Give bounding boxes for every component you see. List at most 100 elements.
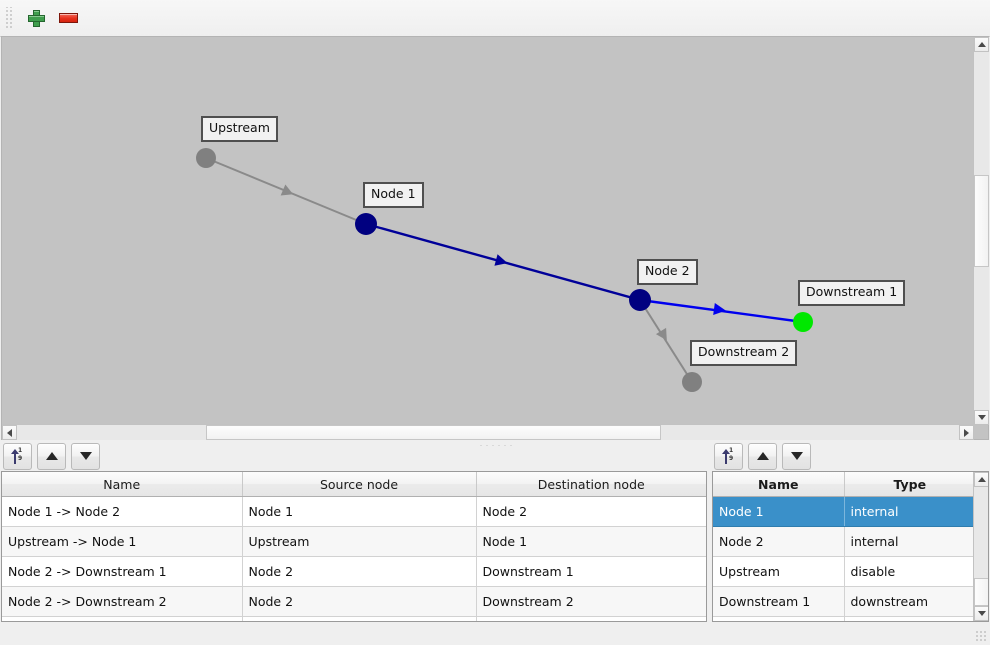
table-row[interactable]: Downstream 1 downstream xyxy=(713,586,975,617)
edge-destination-cell[interactable]: Node 2 xyxy=(476,496,706,527)
edge-source-cell[interactable]: Node 2 xyxy=(242,586,477,617)
edges-column-header-destination[interactable]: Destination node xyxy=(476,472,706,497)
vertical-scroll-thumb[interactable] xyxy=(974,175,989,267)
edge-destination-cell[interactable]: Node 1 xyxy=(476,526,706,557)
nodes-sort-button[interactable]: 1 9 xyxy=(714,442,743,470)
triangle-up-icon xyxy=(756,452,769,460)
edges-sort-button[interactable]: 1 9 xyxy=(3,442,32,470)
node-type-cell[interactable]: disable xyxy=(844,556,975,587)
nodes-table-container[interactable]: Name Type Node 1 internal Node 2 interna… xyxy=(712,471,989,622)
table-row[interactable]: Upstream -> Node 1 Upstream Node 1 xyxy=(2,526,706,557)
nodes-column-header-name[interactable]: Name xyxy=(713,472,845,497)
edge-destination-cell[interactable]: Downstream 1 xyxy=(476,556,706,587)
scroll-up-button[interactable] xyxy=(974,37,989,52)
table-row-empty[interactable] xyxy=(2,616,706,621)
edge-name-cell[interactable]: Upstream -> Node 1 xyxy=(2,526,243,557)
edge-name-cell[interactable]: Node 2 -> Downstream 2 xyxy=(2,586,243,617)
sort-icon: 1 9 xyxy=(10,447,25,464)
node-name-cell[interactable]: Node 2 xyxy=(713,526,845,557)
table-row[interactable]: Upstream disable xyxy=(713,556,975,587)
scroll-up-button[interactable] xyxy=(974,472,988,487)
node-type-cell[interactable]: downstream xyxy=(844,586,975,617)
edge-node2-downstream1[interactable] xyxy=(639,298,804,324)
node-type-cell[interactable]: internal xyxy=(844,526,975,557)
vertical-scroll-thumb[interactable] xyxy=(974,578,988,606)
edges-table: Name Source node Destination node Node 1… xyxy=(2,472,706,621)
node-type-cell[interactable]: internal xyxy=(844,496,975,527)
arrow-up-icon xyxy=(977,42,986,47)
edges-table-toolbar: 1 9 xyxy=(3,442,100,470)
graph-canvas[interactable]: Upstream Node 1 Node 2 Downstream 1 Down… xyxy=(2,37,974,425)
graph-edges-layer xyxy=(196,148,813,392)
edge-source-cell[interactable]: Node 2 xyxy=(242,556,477,587)
node-name-cell[interactable]: Node 1 xyxy=(713,496,845,527)
graph-label-upstream[interactable]: Upstream xyxy=(201,116,278,142)
main-toolbar xyxy=(0,0,990,37)
arrow-down-icon xyxy=(977,611,986,616)
graph-node-downstream2[interactable] xyxy=(682,372,702,392)
table-row[interactable]: Node 2 internal xyxy=(713,526,975,557)
nodes-column-header-type[interactable]: Type xyxy=(844,472,975,497)
edges-move-down-button[interactable] xyxy=(71,442,100,470)
graph-node-node1[interactable] xyxy=(355,213,377,235)
nodes-table-header-row: Name Type xyxy=(713,472,975,497)
table-row[interactable]: Node 1 -> Node 2 Node 1 Node 2 xyxy=(2,496,706,527)
sort-icon: 1 9 xyxy=(721,447,736,464)
graph-node-downstream1[interactable] xyxy=(793,312,813,332)
triangle-down-icon xyxy=(790,452,803,460)
splitter-dots-icon xyxy=(478,444,512,447)
window-resize-grip[interactable] xyxy=(975,630,988,643)
edge-upstream-node1[interactable] xyxy=(205,157,367,225)
edge-source-cell[interactable]: Node 1 xyxy=(242,496,477,527)
edge-destination-cell[interactable]: Downstream 2 xyxy=(476,586,706,617)
graph-node-upstream[interactable] xyxy=(196,148,216,168)
node-name-cell[interactable]: Upstream xyxy=(713,556,845,587)
canvas-horizontal-scrollbar[interactable] xyxy=(2,424,974,440)
plus-icon xyxy=(27,9,45,27)
toolbar-drag-handle[interactable] xyxy=(4,7,14,29)
edges-move-up-button[interactable] xyxy=(37,442,66,470)
triangle-down-icon xyxy=(79,452,92,460)
graph-label-node1[interactable]: Node 1 xyxy=(363,182,424,208)
graph-label-node2[interactable]: Node 2 xyxy=(637,259,698,285)
scroll-right-button[interactable] xyxy=(959,425,974,440)
splitter-handle[interactable] xyxy=(0,441,990,450)
remove-button[interactable] xyxy=(52,3,84,33)
horizontal-scroll-thumb[interactable] xyxy=(206,425,661,440)
edge-source-cell[interactable]: Upstream xyxy=(242,526,477,557)
graph-node-node2[interactable] xyxy=(629,289,651,311)
triangle-up-icon xyxy=(45,452,58,460)
nodes-move-down-button[interactable] xyxy=(782,442,811,470)
nodes-table-vertical-scrollbar[interactable] xyxy=(973,472,988,621)
edge-node1-node2[interactable] xyxy=(365,222,641,302)
arrow-down-icon xyxy=(977,415,986,420)
scroll-down-button[interactable] xyxy=(974,606,988,621)
graph-label-downstream2[interactable]: Downstream 2 xyxy=(690,340,798,366)
canvas-vertical-scrollbar[interactable] xyxy=(973,37,989,425)
add-button[interactable] xyxy=(20,3,52,33)
graph-view[interactable]: Upstream Node 1 Node 2 Downstream 1 Down… xyxy=(1,36,989,440)
edge-node2-downstream2[interactable] xyxy=(639,299,693,383)
edges-table-container[interactable]: Name Source node Destination node Node 1… xyxy=(1,471,707,622)
edges-table-header-row: Name Source node Destination node xyxy=(2,472,706,497)
nodes-table-toolbar: 1 9 xyxy=(714,442,811,470)
nodes-move-up-button[interactable] xyxy=(748,442,777,470)
scroll-down-button[interactable] xyxy=(974,410,989,425)
nodes-table: Name Type Node 1 internal Node 2 interna… xyxy=(713,472,975,621)
table-row[interactable]: Node 1 internal xyxy=(713,496,975,527)
arrow-right-icon xyxy=(964,428,969,437)
table-row[interactable]: Node 2 -> Downstream 1 Node 2 Downstream… xyxy=(2,556,706,587)
table-row[interactable]: Node 2 -> Downstream 2 Node 2 Downstream… xyxy=(2,586,706,617)
table-row-empty[interactable] xyxy=(713,616,975,621)
graph-label-downstream1[interactable]: Downstream 1 xyxy=(798,280,906,306)
edge-name-cell[interactable]: Node 1 -> Node 2 xyxy=(2,496,243,527)
edges-column-header-name[interactable]: Name xyxy=(2,472,243,497)
edges-column-header-source[interactable]: Source node xyxy=(242,472,477,497)
edge-name-cell[interactable]: Node 2 -> Downstream 1 xyxy=(2,556,243,587)
arrow-left-icon xyxy=(7,428,12,437)
minus-icon xyxy=(58,13,78,23)
scroll-left-button[interactable] xyxy=(2,425,17,440)
vertical-scroll-track[interactable] xyxy=(974,487,988,606)
node-name-cell[interactable]: Downstream 1 xyxy=(713,586,845,617)
